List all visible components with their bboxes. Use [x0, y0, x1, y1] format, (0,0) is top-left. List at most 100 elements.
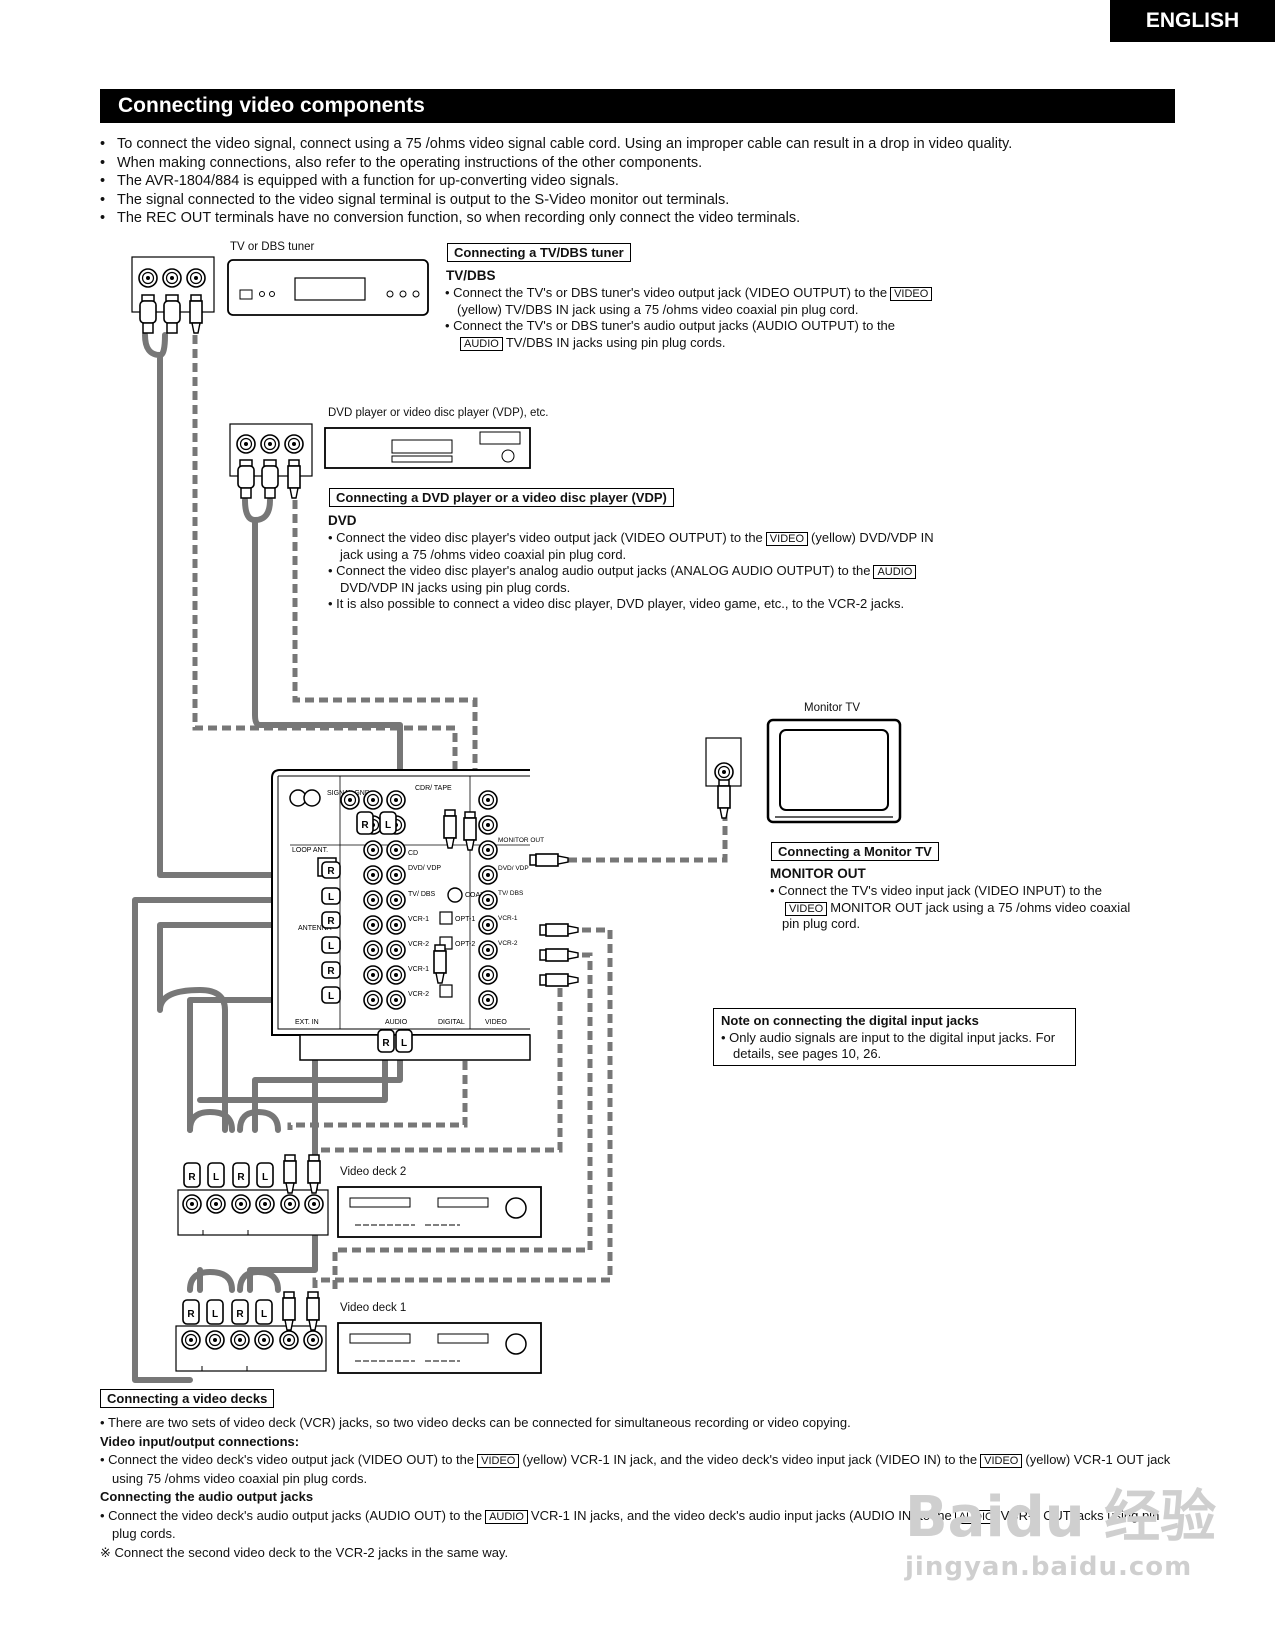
note-title: Note on connecting the digital input jac… [721, 1013, 979, 1028]
svg-text:L: L [328, 991, 334, 1002]
coax-label: COAX [465, 892, 485, 899]
monitor-out-plug [529, 853, 569, 867]
audio-tag: AUDIO [873, 565, 917, 579]
vcr-video-plug-1 [539, 923, 579, 937]
monitor-tv [705, 718, 902, 824]
monitor-instructions: • Connect the TV's video input jack (VID… [770, 883, 1131, 931]
audio-cable [187, 1109, 235, 1133]
video-cable [540, 800, 728, 863]
dvd-audio-plug-right [237, 459, 255, 499]
svg-text:R: R [382, 1038, 390, 1049]
audio-cable [197, 1057, 388, 1103]
dvd-audio-plug-left [261, 459, 279, 499]
intro-bullet: The signal connected to the video signal… [100, 191, 1260, 210]
video-cable [312, 927, 613, 1290]
audio-cable [242, 497, 403, 793]
intro-bullet: The REC OUT terminals have no conversion… [100, 209, 1260, 228]
video-tag: VIDEO [890, 287, 933, 301]
cd-label: CD [408, 850, 418, 857]
video-vcr1-label: VCR-1 [498, 915, 518, 922]
video-deck-1-caption: Video deck 1 [340, 1302, 407, 1314]
intro-bullet: The AVR-1804/884 is equipped with a func… [100, 172, 1260, 191]
video-deck-2-caption: Video deck 2 [340, 1166, 407, 1178]
opt1-label: OPT-1 [455, 916, 475, 923]
audio-cable [252, 497, 273, 523]
dvd-subheading: DVD [328, 513, 357, 528]
monitor-tv-caption: Monitor TV [804, 702, 861, 714]
svg-text:R: R [327, 916, 335, 927]
svg-text:L: L [328, 892, 334, 903]
dvd-instructions: • Connect the video disc player's video … [328, 530, 934, 611]
ext-in-label: EXT. IN [295, 1019, 319, 1026]
vcr2-out-label: VCR-2 [408, 991, 429, 998]
digital-label: DIGITAL [438, 1019, 465, 1026]
vcr1-out-label: VCR-1 [408, 966, 429, 973]
video-decks-section-title: Connecting a video decks [100, 1389, 275, 1408]
audio-cable [187, 1269, 235, 1293]
language-tab: ENGLISH [1110, 0, 1275, 42]
deck2-jack-panel [177, 1189, 329, 1236]
intro-bullet: To connect the video signal, connect usi… [100, 135, 1260, 154]
audio-output-heading: Connecting the audio output jacks [100, 1489, 314, 1504]
intro-bullet: When making connections, also refer to t… [100, 154, 1260, 173]
rec-out-audio-plugs: R L [377, 1029, 413, 1053]
dvd-player-caption: DVD player or video disc player (VDP), e… [328, 407, 549, 419]
antenna-label: ANTENNA [298, 925, 332, 932]
audio-tag: AUDIO [460, 336, 503, 351]
audio-tag: AUDIO [485, 1509, 528, 1524]
audio-label: AUDIO [385, 1019, 408, 1026]
tuner-audio-plug-left [163, 294, 181, 334]
tuner-audio-plug-right [139, 294, 157, 334]
cdr-tape-label: CDR/ TAPE [415, 785, 452, 792]
video-vcr2-label: VCR-2 [498, 940, 518, 947]
video-label: VIDEO [485, 1019, 507, 1026]
loop-ant-label: LOOP ANT. [292, 847, 328, 854]
footnote: ※ Connect the second video deck to the V… [100, 1544, 509, 1560]
tv-dbs-tuner [131, 256, 429, 334]
tv-dbs-section-title: Connecting a TV/DBS tuner [447, 243, 631, 262]
deck1-jack-panel [175, 1325, 327, 1372]
intro-bullet-list: To connect the video signal, connect usi… [100, 135, 1260, 228]
deck1-plug-row: R L R L [182, 1291, 320, 1331]
dvd-audio-plug-pair: R L [356, 811, 397, 835]
av-receiver-rear-panel: SIGNAL GND LOOP ANT. ANTENNA CD DVD/ VDP… [271, 769, 579, 1061]
ext-in-plug-column: R L R L R L [321, 861, 341, 1004]
video-tv-dbs-label: TV/ DBS [498, 890, 524, 897]
video-tag: VIDEO [980, 1454, 1023, 1468]
svg-text:R: R [236, 1309, 244, 1320]
svg-text:R: R [188, 1172, 196, 1183]
video-cable [312, 977, 563, 1153]
dvd-section-title: Connecting a DVD player or a video disc … [329, 488, 674, 507]
video-tag: VIDEO [765, 532, 809, 546]
svg-text:L: L [385, 820, 391, 831]
vcr1-label: VCR-1 [408, 916, 429, 923]
audio-cable [132, 897, 333, 1383]
svg-text:L: L [212, 1309, 218, 1320]
page-title: Connecting video components [100, 89, 1175, 123]
video-cable [292, 500, 478, 800]
monitor-subheading: MONITOR OUT [770, 866, 866, 881]
audio-cable [237, 1109, 281, 1133]
video-deck-1: R L R L [175, 1291, 542, 1374]
video-dvd-vdp-label: DVD/ VDP [498, 865, 529, 872]
vcr-video-plug-3 [539, 973, 579, 987]
dvd-vdp-label: DVD/ VDP [408, 865, 441, 872]
svg-text:R: R [187, 1309, 195, 1320]
audio-cable [157, 332, 168, 358]
svg-text:L: L [213, 1172, 219, 1183]
audio-cable [237, 1269, 281, 1293]
dvd-player [229, 423, 531, 499]
monitor-section-title: Connecting a Monitor TV [771, 842, 939, 861]
receiver-video-jacks [478, 790, 498, 1010]
deck2-plug-row: R L R L [183, 1154, 321, 1194]
video-deck-2: R L R L [177, 1154, 542, 1238]
tv-dbs-subheading: TV/DBS [446, 268, 496, 283]
opt2-label: OPT-2 [455, 941, 475, 948]
vcr-video-plug-2 [539, 948, 579, 962]
video-decks-instructions: • There are two sets of video deck (VCR)… [100, 1414, 1180, 1562]
cable-group [132, 332, 728, 1383]
vcr2-label: VCR-2 [408, 941, 429, 948]
monitor-screen [779, 729, 889, 811]
video-cable [192, 335, 458, 795]
